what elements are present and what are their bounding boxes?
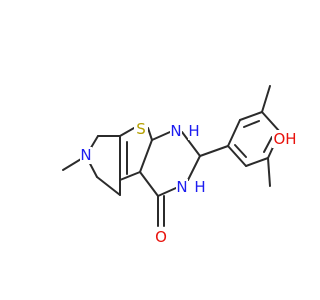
nitrogen-nh-atom: N H xyxy=(170,122,200,140)
atom-label-oh: OH xyxy=(273,130,296,148)
bond xyxy=(245,157,269,167)
sulfur-atom: S xyxy=(134,120,148,138)
bond xyxy=(234,144,247,158)
atom-label-h: H xyxy=(194,178,205,196)
bond xyxy=(263,136,273,153)
hydroxyl-atom: OH xyxy=(272,130,298,148)
bond xyxy=(151,131,171,141)
carbonyl-oxygen-atom: O xyxy=(154,228,168,246)
bonds xyxy=(62,85,297,227)
atom-label-h: H xyxy=(188,122,199,140)
bond xyxy=(119,171,141,181)
atom-label-n: N xyxy=(80,146,91,164)
bond xyxy=(187,155,201,181)
bond xyxy=(239,111,263,121)
nitrogen-nh-atom: N H xyxy=(176,178,206,196)
atom-label-n: N xyxy=(170,122,181,140)
atom-label-n: N xyxy=(176,178,187,196)
atom-label-o: O xyxy=(155,228,167,246)
bond xyxy=(139,139,153,173)
atom-labels: S N H N H N O xyxy=(80,120,298,246)
bond xyxy=(96,176,121,196)
bond xyxy=(199,145,229,157)
bond xyxy=(243,120,260,128)
bond xyxy=(261,85,271,113)
bond xyxy=(227,145,247,167)
bond xyxy=(147,127,153,141)
bond xyxy=(227,119,241,147)
bond xyxy=(119,127,135,137)
bond xyxy=(157,187,177,197)
molecule-canvas: S N H N H N O xyxy=(62,85,298,246)
bond xyxy=(261,111,281,133)
molecule-structure: S N H N H N O xyxy=(62,85,298,246)
bond xyxy=(181,131,201,157)
nitrogen-methyl-atom: N xyxy=(80,146,92,164)
atom-label-s: S xyxy=(136,120,146,138)
bond xyxy=(139,171,159,197)
bond xyxy=(267,157,271,187)
